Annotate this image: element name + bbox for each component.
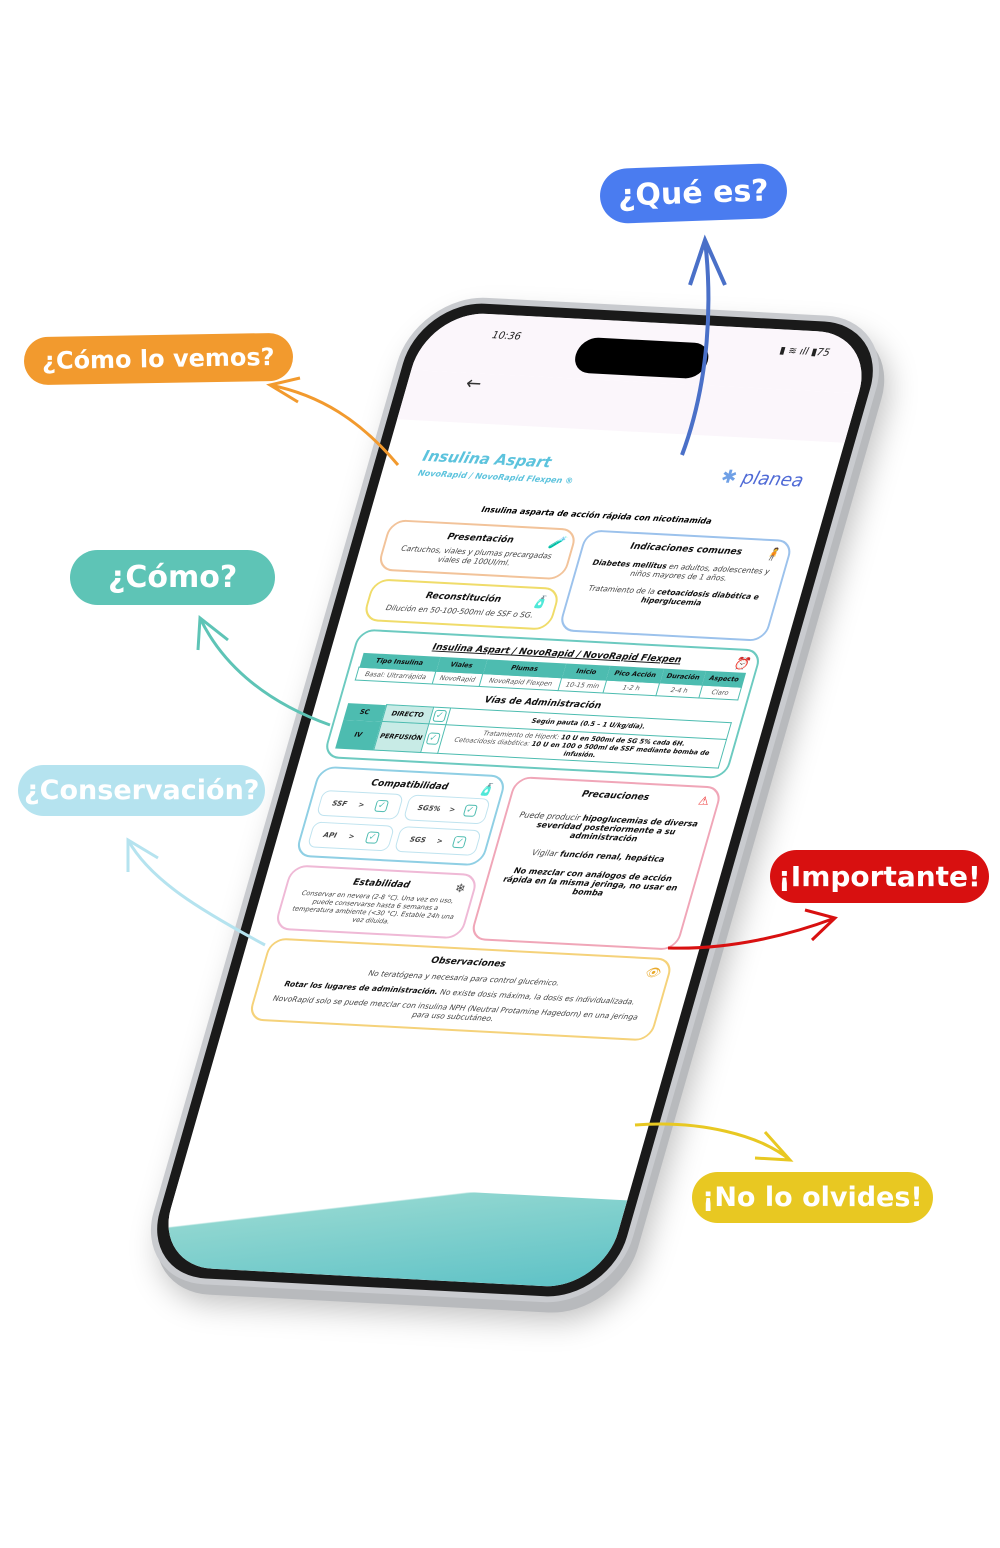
bubble-importante: ¡Importante! — [770, 850, 989, 903]
person-icon: 🧍 — [763, 546, 782, 562]
vial-icon: 🧪 — [547, 535, 567, 551]
check-icon: ✓ — [462, 804, 478, 817]
row-table: ⏰ Insulina Aspart / NovoRapid / NovoRapi… — [300, 627, 784, 780]
bubble-conservacion: ¿Conservación? — [18, 765, 266, 816]
status-time: 10:36 — [490, 330, 523, 343]
observaciones-card: 👁 Observaciones No teratógena y necesari… — [247, 937, 675, 1042]
compat-sg5: SG5%>✓ — [402, 794, 492, 825]
bubble-no-lo-olvides: ¡No lo olvides! — [692, 1172, 933, 1223]
back-arrow-icon[interactable]: ← — [463, 373, 485, 395]
planea-star-icon: ✱ — [718, 466, 740, 489]
bottles-icon: 🧴 — [476, 782, 496, 797]
bubble-que-es: ¿Qué es? — [599, 162, 788, 225]
precauciones-card: ⚠ Precauciones Puede producir hipoglucem… — [468, 776, 724, 951]
decorative-wave — [154, 1176, 628, 1290]
check-icon: ✓ — [431, 709, 448, 723]
check-icon: ✓ — [364, 831, 381, 844]
eye-icon: 👁 — [642, 965, 663, 980]
drug-title: Insulina Aspart — [420, 446, 554, 472]
check-icon: ✓ — [374, 799, 390, 813]
clock-icon: ⏰ — [731, 656, 751, 671]
bubble-como: ¿Cómo? — [70, 550, 276, 605]
compat-ssf: SSF>✓ — [315, 789, 405, 820]
compat-api: API>✓ — [306, 821, 396, 852]
check-icon: ✓ — [425, 732, 441, 745]
warning-icon: ⚠ — [696, 793, 712, 809]
indicaciones-card: 🧍 Indicaciones comunes Diabetes mellitus… — [557, 529, 795, 642]
dynamic-island — [570, 336, 713, 380]
bottle-icon: 🧴 — [530, 594, 550, 610]
row-bottom: 👁 Observaciones No teratógena y necesari… — [225, 936, 696, 1042]
compatibilidad-card: 🧴 Compatibilidad SSF>✓ SG5%>✓ API>✓ SGS>… — [294, 765, 508, 867]
snowflake-icon: ❄ — [453, 881, 468, 896]
row-middle: 🧴 Compatibilidad SSF>✓ SG5%>✓ API>✓ SGS>… — [251, 765, 745, 952]
status-icons: ▮ ≋ ıll ▮75 — [778, 345, 832, 359]
compat-sgs: SGS>✓ — [393, 826, 482, 856]
planea-logo: ✱ planea — [718, 466, 807, 492]
bubble-como-lo-vemos: ¿Cómo lo vemos? — [23, 332, 293, 386]
insulin-table-card: ⏰ Insulina Aspart / NovoRapid / NovoRapi… — [322, 628, 763, 780]
check-icon: ✓ — [452, 835, 468, 849]
